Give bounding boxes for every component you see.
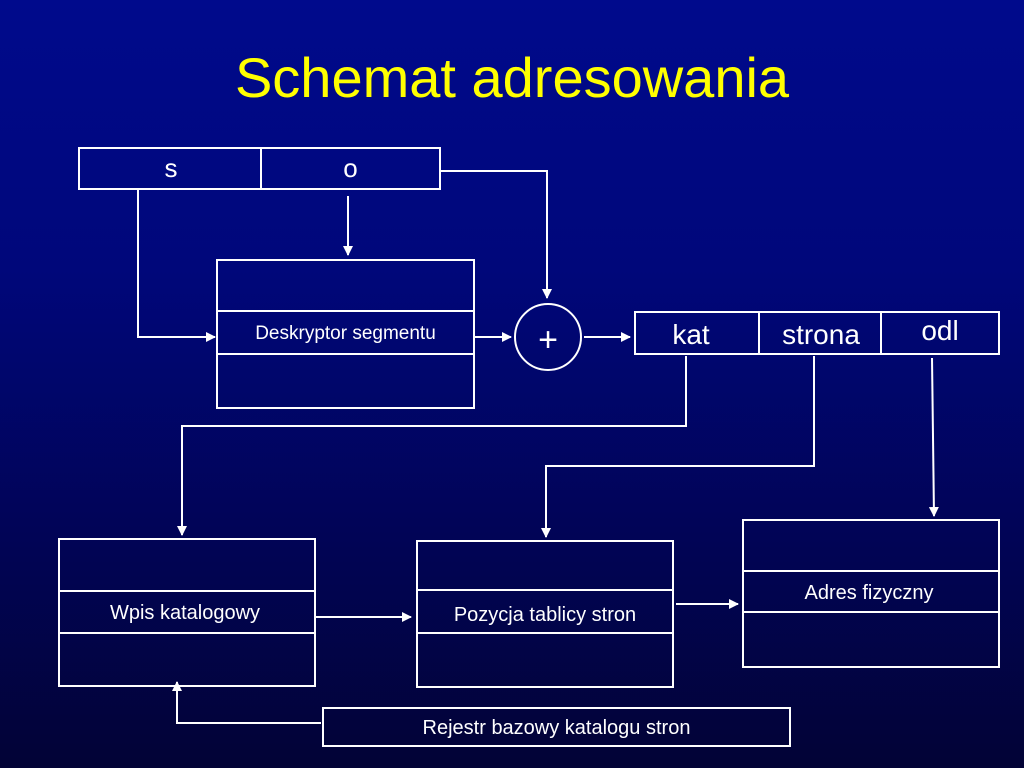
base-register-label: Rejestr bazowy katalogu stron — [422, 717, 691, 739]
offset-field-label: odl — [921, 315, 959, 346]
arrow-base-register-to-directory — [172, 681, 321, 724]
physical-address-top-line — [744, 570, 998, 572]
adder-circle: + — [514, 303, 582, 371]
linear-address-divider-2 — [880, 313, 882, 353]
arrow-o-to-adder — [441, 170, 552, 299]
base-register-box: Rejestr bazowy katalogu stron — [322, 707, 791, 747]
physical-address-box: Adres fizyczny — [742, 519, 1000, 668]
linear-address-divider-1 — [758, 313, 760, 353]
segment-descriptor-label: Deskryptor segmentu — [255, 323, 436, 344]
directory-entry-bottom-line — [60, 632, 314, 634]
arrow-s-to-descriptor — [137, 190, 216, 342]
directory-entry-top-line — [60, 590, 314, 592]
page-table-entry-label: Pozycja tablicy stron — [453, 604, 637, 626]
directory-field-label: kat — [672, 319, 710, 350]
physical-address-bottom-line — [744, 611, 998, 613]
arrow-odl-to-physical-address — [928, 357, 939, 517]
segment-descriptor-box: Deskryptor segmentu — [216, 259, 475, 409]
page-table-entry-bottom-line — [418, 632, 672, 634]
physical-address-label: Adres fizyczny — [804, 582, 934, 604]
page-table-entry-top-line — [418, 589, 672, 591]
directory-entry-box: Wpis katalogowy — [58, 538, 316, 687]
segment-selector-label: s — [164, 153, 178, 183]
page-field-label: strona — [782, 319, 860, 350]
segment-descriptor-top-line — [218, 310, 473, 312]
page-table-entry-box: Pozycja tablicy stron — [416, 540, 674, 688]
plus-icon: + — [538, 321, 558, 359]
offset-label: o — [343, 153, 358, 183]
segment-descriptor-bottom-line — [218, 353, 473, 355]
arrow-strona-to-page-table-entry — [541, 356, 815, 538]
linear-address-box: kat strona odl — [634, 311, 1000, 355]
arrow-kat-to-directory-entry — [177, 356, 687, 536]
logical-address-box: s o — [78, 147, 441, 190]
logical-address-divider — [260, 149, 262, 188]
directory-entry-label: Wpis katalogowy — [109, 602, 261, 624]
page-title: Schemat adresowania — [234, 46, 790, 109]
